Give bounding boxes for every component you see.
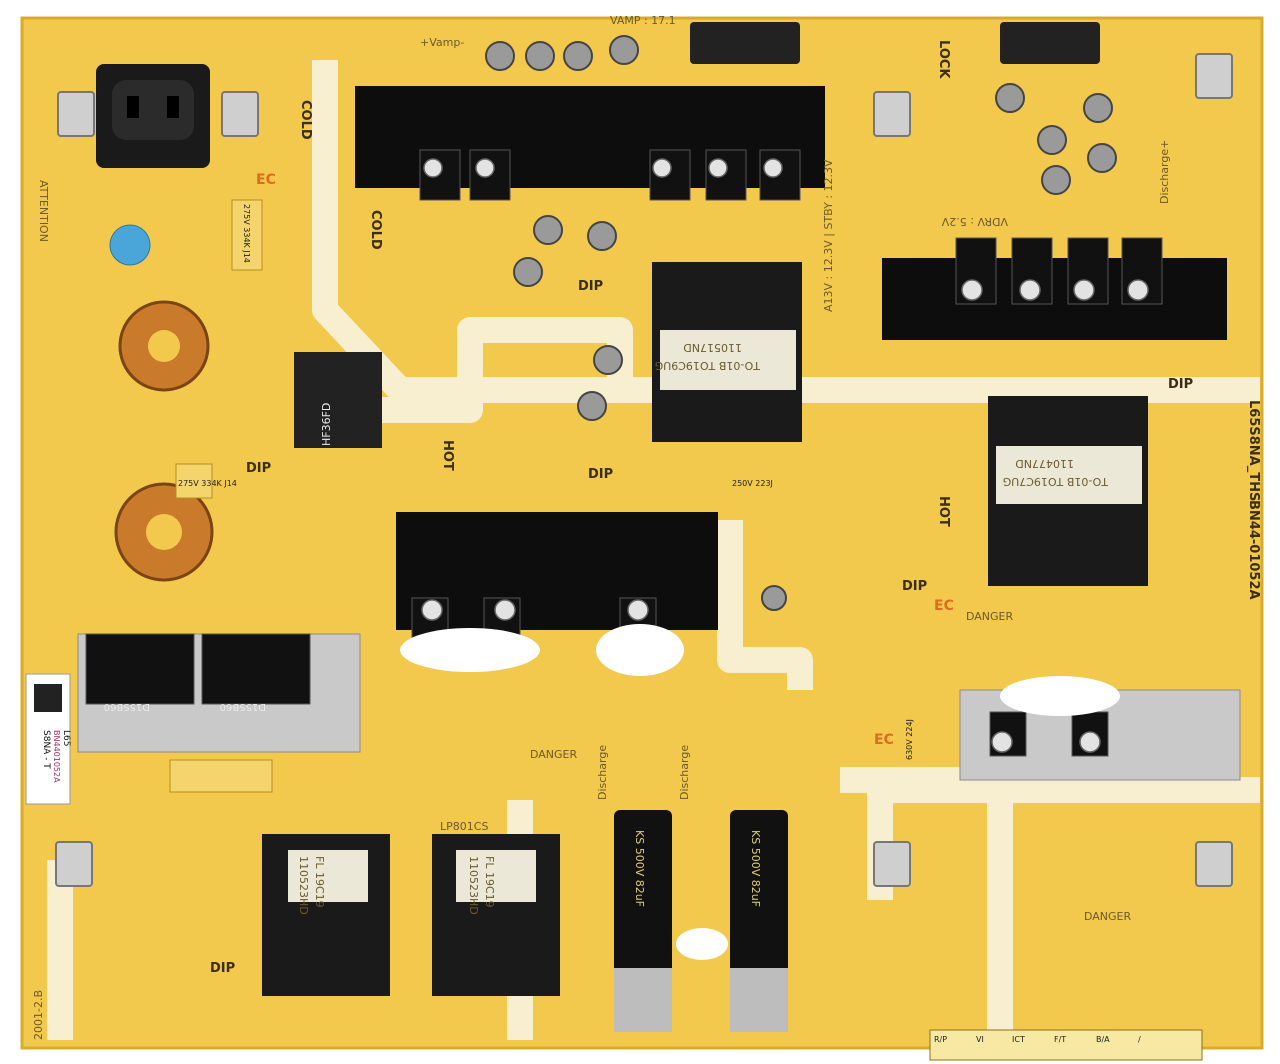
xcap-label: 275V 334K J14: [178, 479, 237, 488]
lock-label: LOCK: [936, 40, 951, 79]
vamp-label: +Vamp-: [420, 36, 464, 49]
transformer-label: FL 19C19: [313, 856, 326, 908]
relay-label: HF36FD: [320, 403, 333, 446]
xcap-label: 275V 334K J14: [242, 204, 251, 263]
hot-label-left: HOT: [440, 440, 455, 471]
lower-transformers: [262, 834, 560, 996]
discharge-label: Discharge: [596, 745, 609, 800]
electrolytic-capacitors: [485, 35, 1117, 611]
relay: [294, 352, 382, 448]
danger-label: DANGER: [966, 610, 1014, 623]
footer-column: R/P: [934, 1035, 947, 1044]
sticker-line: S8NA - T: [41, 730, 51, 769]
screws: [421, 158, 1149, 753]
sticker-line: L65: [61, 730, 71, 746]
dip-label: DIP: [578, 279, 603, 294]
footer-column: ICT: [1012, 1035, 1025, 1044]
dip-label: DIP: [1168, 377, 1193, 392]
date-code: 2001-2.B: [32, 990, 45, 1040]
dip-label: DIP: [246, 461, 271, 476]
discharge-label: Discharge: [678, 745, 691, 800]
silicone-glue: [400, 624, 1120, 960]
transformer-label: 110517ND: [683, 341, 742, 354]
danger-label: DANGER: [530, 748, 578, 761]
hot-label-right: HOT: [936, 496, 951, 527]
top-connectors: [690, 22, 1100, 64]
transformer-label: TO-01B TO19C7UG: [1003, 475, 1109, 488]
transformer-label: 110477ND: [1015, 457, 1074, 470]
bulk-capacitor-label: KS 500V 82uF: [633, 830, 646, 907]
bridge-label: D15SB60: [104, 701, 150, 712]
footer-column: VI: [976, 1035, 984, 1044]
main-transformers: [652, 262, 1148, 586]
danger-label: DANGER: [1084, 910, 1132, 923]
transformer-label: FL 19C19: [483, 856, 496, 908]
ec-mark: EC: [874, 732, 894, 748]
bulk-capacitors: [614, 810, 788, 1032]
bulk-capacitor-label: KS 500V 82uF: [749, 830, 762, 907]
mosfets: [85, 149, 1163, 757]
ec-mark: EC: [934, 598, 954, 614]
cold-label-mid: COLD: [368, 210, 383, 250]
ac-power-inlet: [96, 64, 210, 168]
bridge-label: D15SB60: [220, 701, 266, 712]
vdrv-label: VDRV : 5.2V: [941, 215, 1008, 228]
sticker-line: BN4401052A: [52, 730, 61, 783]
transformer-label: 110523HD: [297, 856, 310, 915]
footer-column: F/T: [1054, 1035, 1066, 1044]
dip-label: DIP: [210, 961, 235, 976]
rail-label: A13V : 12.3V | STBY : 12.3V: [822, 159, 835, 312]
attention-label: ATTENTION: [37, 180, 50, 242]
cap-label: 630V 224J: [905, 719, 914, 760]
heatsinks: [355, 86, 1227, 630]
barcode-sticker: [25, 673, 71, 805]
transformer-label: TO-01B TO19C9UG: [655, 359, 761, 372]
screw-lugs: [55, 53, 1233, 887]
model-label: L65S8NA_THS: [1246, 400, 1261, 501]
vamp-ratio-label: VAMP : 17.1: [610, 14, 676, 27]
footer-column: /: [1138, 1035, 1141, 1044]
footer-grid: [929, 1029, 1203, 1061]
x-capacitors: [169, 199, 273, 793]
part-number: BN44-01052A: [1246, 500, 1261, 600]
y-capacitor: [109, 224, 151, 266]
cold-label-top: COLD: [298, 100, 313, 140]
dip-label: DIP: [902, 579, 927, 594]
cap-label: 250V 223J: [732, 479, 773, 488]
discharge-label: Discharge+: [1158, 140, 1171, 204]
board-id: LP801CS: [440, 820, 488, 833]
ec-mark: EC: [256, 172, 276, 188]
dip-label: DIP: [588, 467, 613, 482]
footer-column: B/A: [1096, 1035, 1110, 1044]
transformer-label: 110523HD: [467, 856, 480, 915]
